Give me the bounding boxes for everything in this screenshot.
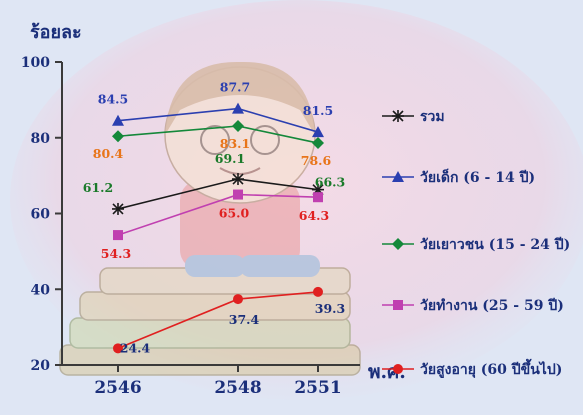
data-label: 78.6 <box>301 153 332 168</box>
data-label: 65.0 <box>219 206 250 221</box>
legend-item: วัยสูงอายุ (60 ปีขึ้นไป) <box>382 358 562 378</box>
legend-item: รวม <box>382 109 445 125</box>
triangle-marker <box>312 126 324 138</box>
triangle-marker <box>112 114 124 126</box>
data-label: 61.2 <box>83 180 113 195</box>
y-tick-label: 100 <box>21 55 50 71</box>
series-line <box>117 107 319 133</box>
series-1 <box>112 102 324 138</box>
data-label: 54.3 <box>101 246 131 261</box>
diamond-marker <box>112 130 124 143</box>
triangle-marker <box>392 171 404 182</box>
legend-item: วัยเยาวชน (15 - 24 ปี) <box>382 237 570 253</box>
square-marker <box>233 189 243 200</box>
legend-label: วัยสูงอายุ (60 ปีขึ้นไป) <box>420 358 562 378</box>
data-label: 66.3 <box>315 175 345 190</box>
series-line <box>117 125 319 144</box>
y-axis-title: ร้อยละ <box>30 22 82 43</box>
data-label: 69.1 <box>215 151 245 166</box>
star-marker <box>112 202 124 215</box>
diamond-marker <box>312 137 324 150</box>
series-3 <box>113 189 323 241</box>
y-tick-label: 40 <box>31 282 51 298</box>
star-marker <box>392 110 404 122</box>
x-tick-label: 2548 <box>214 378 261 398</box>
legend-label: วัยเยาวชน (15 - 24 ปี) <box>420 237 570 253</box>
data-labels-layer: 61.2 69.1 66.3 84.5 87.7 81.5 80.4 83.1 78.6 54.3… <box>83 80 345 356</box>
legend-item: วัยทำงาน (25 - 59 ปี) <box>382 298 564 314</box>
circle-marker <box>233 294 243 305</box>
diamond-marker <box>392 238 404 250</box>
data-label: 87.7 <box>220 80 250 95</box>
data-label: 39.3 <box>315 301 345 316</box>
series-layer <box>112 102 324 354</box>
square-marker <box>313 192 323 203</box>
square-marker <box>393 300 403 310</box>
data-label: 37.4 <box>229 312 260 327</box>
data-label: 83.1 <box>220 136 250 151</box>
x-tick-label: 2546 <box>94 378 141 398</box>
circle-marker <box>313 286 323 297</box>
square-marker <box>113 230 123 241</box>
data-label: 84.5 <box>98 92 128 107</box>
legend-item: วัยเด็ก (6 - 14 ปี) <box>382 168 535 186</box>
diamond-marker <box>232 120 244 133</box>
triangle-marker <box>232 102 244 114</box>
y-tick-label: 60 <box>31 207 51 223</box>
x-tick-label: 2551 <box>294 378 341 398</box>
legend-label: วัยทำงาน (25 - 59 ปี) <box>420 298 564 314</box>
data-label: 81.5 <box>303 103 333 118</box>
y-axis-ticks: 20 40 60 80 100 <box>21 55 62 374</box>
legend-label: รวม <box>420 109 445 125</box>
circle-marker <box>113 343 123 354</box>
series-line <box>117 178 319 210</box>
data-label: 80.4 <box>93 146 124 161</box>
data-label: 24.4 <box>120 340 151 355</box>
x-axis-ticks: 2546 2548 2551 <box>94 365 342 398</box>
star-marker <box>232 173 244 186</box>
data-label: 64.3 <box>299 208 329 223</box>
legend-label: วัยเด็ก (6 - 14 ปี) <box>420 168 535 186</box>
series-2 <box>112 120 324 150</box>
y-tick-label: 80 <box>31 131 51 147</box>
series-4 <box>113 286 323 354</box>
y-tick-label: 20 <box>31 358 51 374</box>
circle-marker <box>393 364 403 374</box>
